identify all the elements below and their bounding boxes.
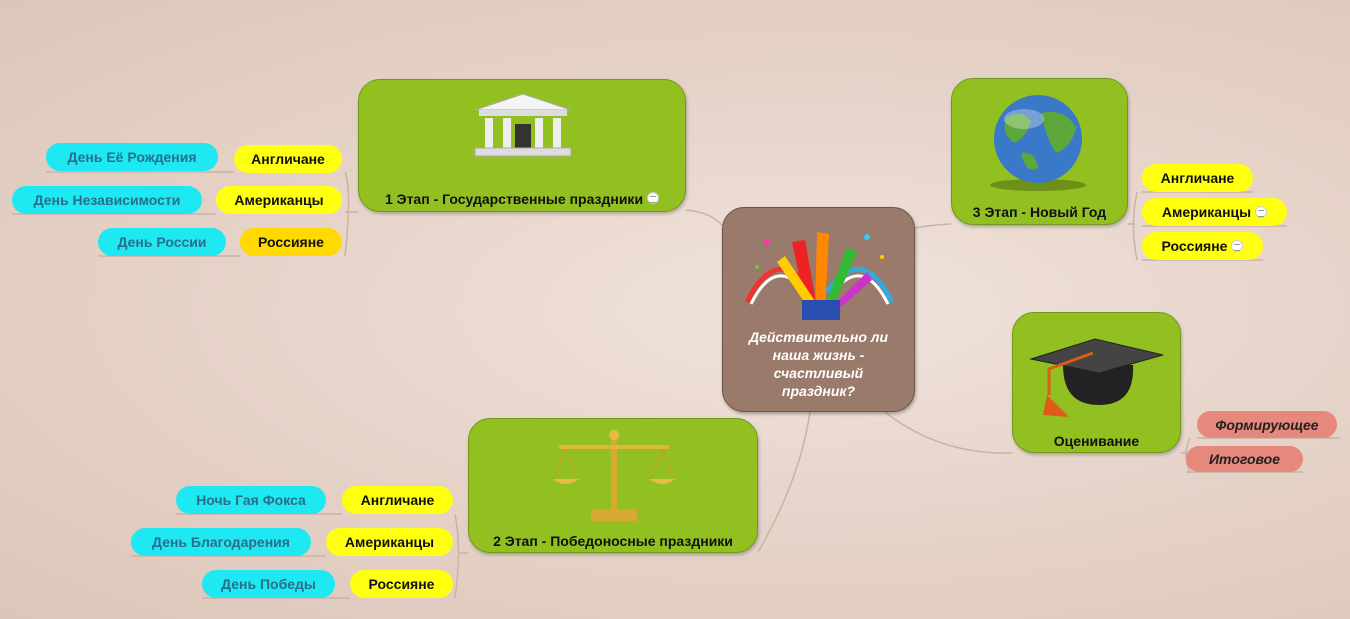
stage3-group-americans[interactable]: Американцы	[1142, 198, 1287, 226]
stage1-holiday-russians[interactable]: День России	[98, 228, 226, 256]
stage3-group-english[interactable]: Англичане	[1142, 164, 1253, 192]
stage2-holiday-russians[interactable]: День Победы	[202, 570, 335, 598]
stage1-group-americans[interactable]: Американцы	[216, 186, 342, 214]
central-topic-title: Действительно ли наша жизнь - счастливый…	[748, 329, 889, 399]
stage1-group-english[interactable]: Англичане	[234, 145, 342, 173]
note-icon[interactable]	[647, 192, 660, 204]
stage1-holiday-americans[interactable]: День Независимости	[12, 186, 202, 214]
stage2-group-english[interactable]: Англичане	[342, 486, 453, 514]
stage3-title: 3 Этап - Новый Год	[972, 204, 1107, 220]
stage1-group-russians[interactable]: Россияне	[240, 228, 342, 256]
stage3-group-russians[interactable]: Россияне	[1142, 232, 1263, 260]
stage1-holiday-english[interactable]: День Её Рождения	[46, 143, 218, 171]
assessment-formative[interactable]: Формирующее	[1197, 411, 1337, 438]
assessment-node[interactable]: Оценивание	[1012, 312, 1181, 453]
government-building-icon	[474, 93, 572, 157]
scales-icon	[553, 430, 675, 521]
fireworks-icon	[744, 232, 895, 320]
stage1-node[interactable]: 1 Этап - Государственные праздники	[358, 79, 686, 212]
stage2-title: 2 Этап - Победоносные праздники	[493, 533, 733, 549]
stage2-holiday-english[interactable]: Ночь Гая Фокса	[176, 486, 326, 514]
stage2-holiday-americans[interactable]: День Благодарения	[131, 528, 311, 556]
assessment-summative[interactable]: Итоговое	[1186, 446, 1303, 472]
graduation-cap-icon	[1029, 338, 1164, 417]
globe-icon	[990, 95, 1086, 191]
stage2-node[interactable]: 2 Этап - Победоносные праздники	[468, 418, 758, 553]
central-topic[interactable]: Действительно ли наша жизнь - счастливый…	[722, 207, 915, 412]
note-icon[interactable]	[1231, 240, 1244, 252]
assessment-title: Оценивание	[1053, 433, 1140, 449]
note-icon[interactable]	[1255, 206, 1268, 218]
stage1-title: 1 Этап - Государственные праздники	[384, 191, 644, 207]
stage2-group-americans[interactable]: Американцы	[326, 528, 453, 556]
stage3-node[interactable]: 3 Этап - Новый Год	[951, 78, 1128, 225]
stage2-group-russians[interactable]: Россияне	[350, 570, 453, 598]
